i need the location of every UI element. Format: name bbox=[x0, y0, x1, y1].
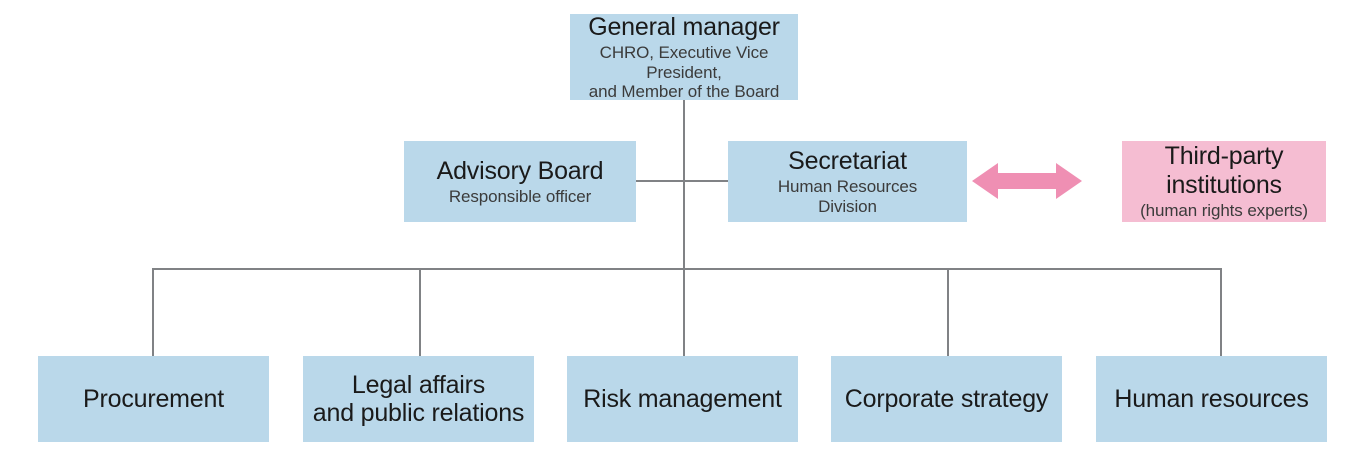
connector-advisory-secretariat bbox=[636, 180, 728, 182]
node-department-human-resources[interactable]: Human resources bbox=[1096, 356, 1327, 442]
node-general-manager-title: General manager bbox=[588, 12, 780, 41]
node-department-human-resources-title: Human resources bbox=[1114, 384, 1309, 413]
node-general-manager[interactable]: General manager CHRO, Executive Vice Pre… bbox=[570, 12, 798, 101]
connector-drop-corporate-strategy bbox=[947, 268, 949, 356]
node-third-party-institutions-title: Third-party institutions bbox=[1164, 142, 1284, 199]
node-department-legal-affairs-title: Legal affairs and public relations bbox=[312, 370, 525, 428]
node-department-legal-affairs[interactable]: Legal affairs and public relations bbox=[303, 356, 534, 442]
node-secretariat[interactable]: Secretariat Human Resources Division bbox=[728, 141, 967, 222]
bidirectional-arrow-icon bbox=[972, 160, 1082, 202]
node-advisory-board[interactable]: Advisory Board Responsible officer bbox=[404, 141, 636, 222]
node-department-procurement[interactable]: Procurement bbox=[38, 356, 269, 442]
connector-drop-human-resources bbox=[1220, 268, 1222, 356]
node-third-party-institutions[interactable]: Third-party institutions (human rights e… bbox=[1122, 141, 1326, 222]
connector-drop-risk-management bbox=[683, 268, 685, 356]
connector-drop-legal-affairs bbox=[419, 268, 421, 356]
node-general-manager-subtitle: CHRO, Executive Vice President, and Memb… bbox=[588, 43, 780, 101]
connector-department-bus bbox=[152, 268, 1222, 270]
node-department-risk-management[interactable]: Risk management bbox=[567, 356, 798, 442]
node-department-procurement-title: Procurement bbox=[83, 384, 224, 413]
node-department-corporate-strategy-title: Corporate strategy bbox=[844, 384, 1049, 413]
node-department-corporate-strategy[interactable]: Corporate strategy bbox=[831, 356, 1062, 442]
node-third-party-institutions-subtitle: (human rights experts) bbox=[1140, 201, 1308, 221]
node-advisory-board-title: Advisory Board bbox=[436, 156, 604, 185]
node-department-risk-management-title: Risk management bbox=[583, 384, 782, 413]
node-advisory-board-subtitle: Responsible officer bbox=[448, 187, 592, 207]
node-secretariat-subtitle: Human Resources Division bbox=[777, 177, 918, 216]
connector-drop-procurement bbox=[152, 268, 154, 356]
node-secretariat-title: Secretariat bbox=[788, 146, 907, 175]
connector-gm-to-bus bbox=[683, 100, 685, 270]
